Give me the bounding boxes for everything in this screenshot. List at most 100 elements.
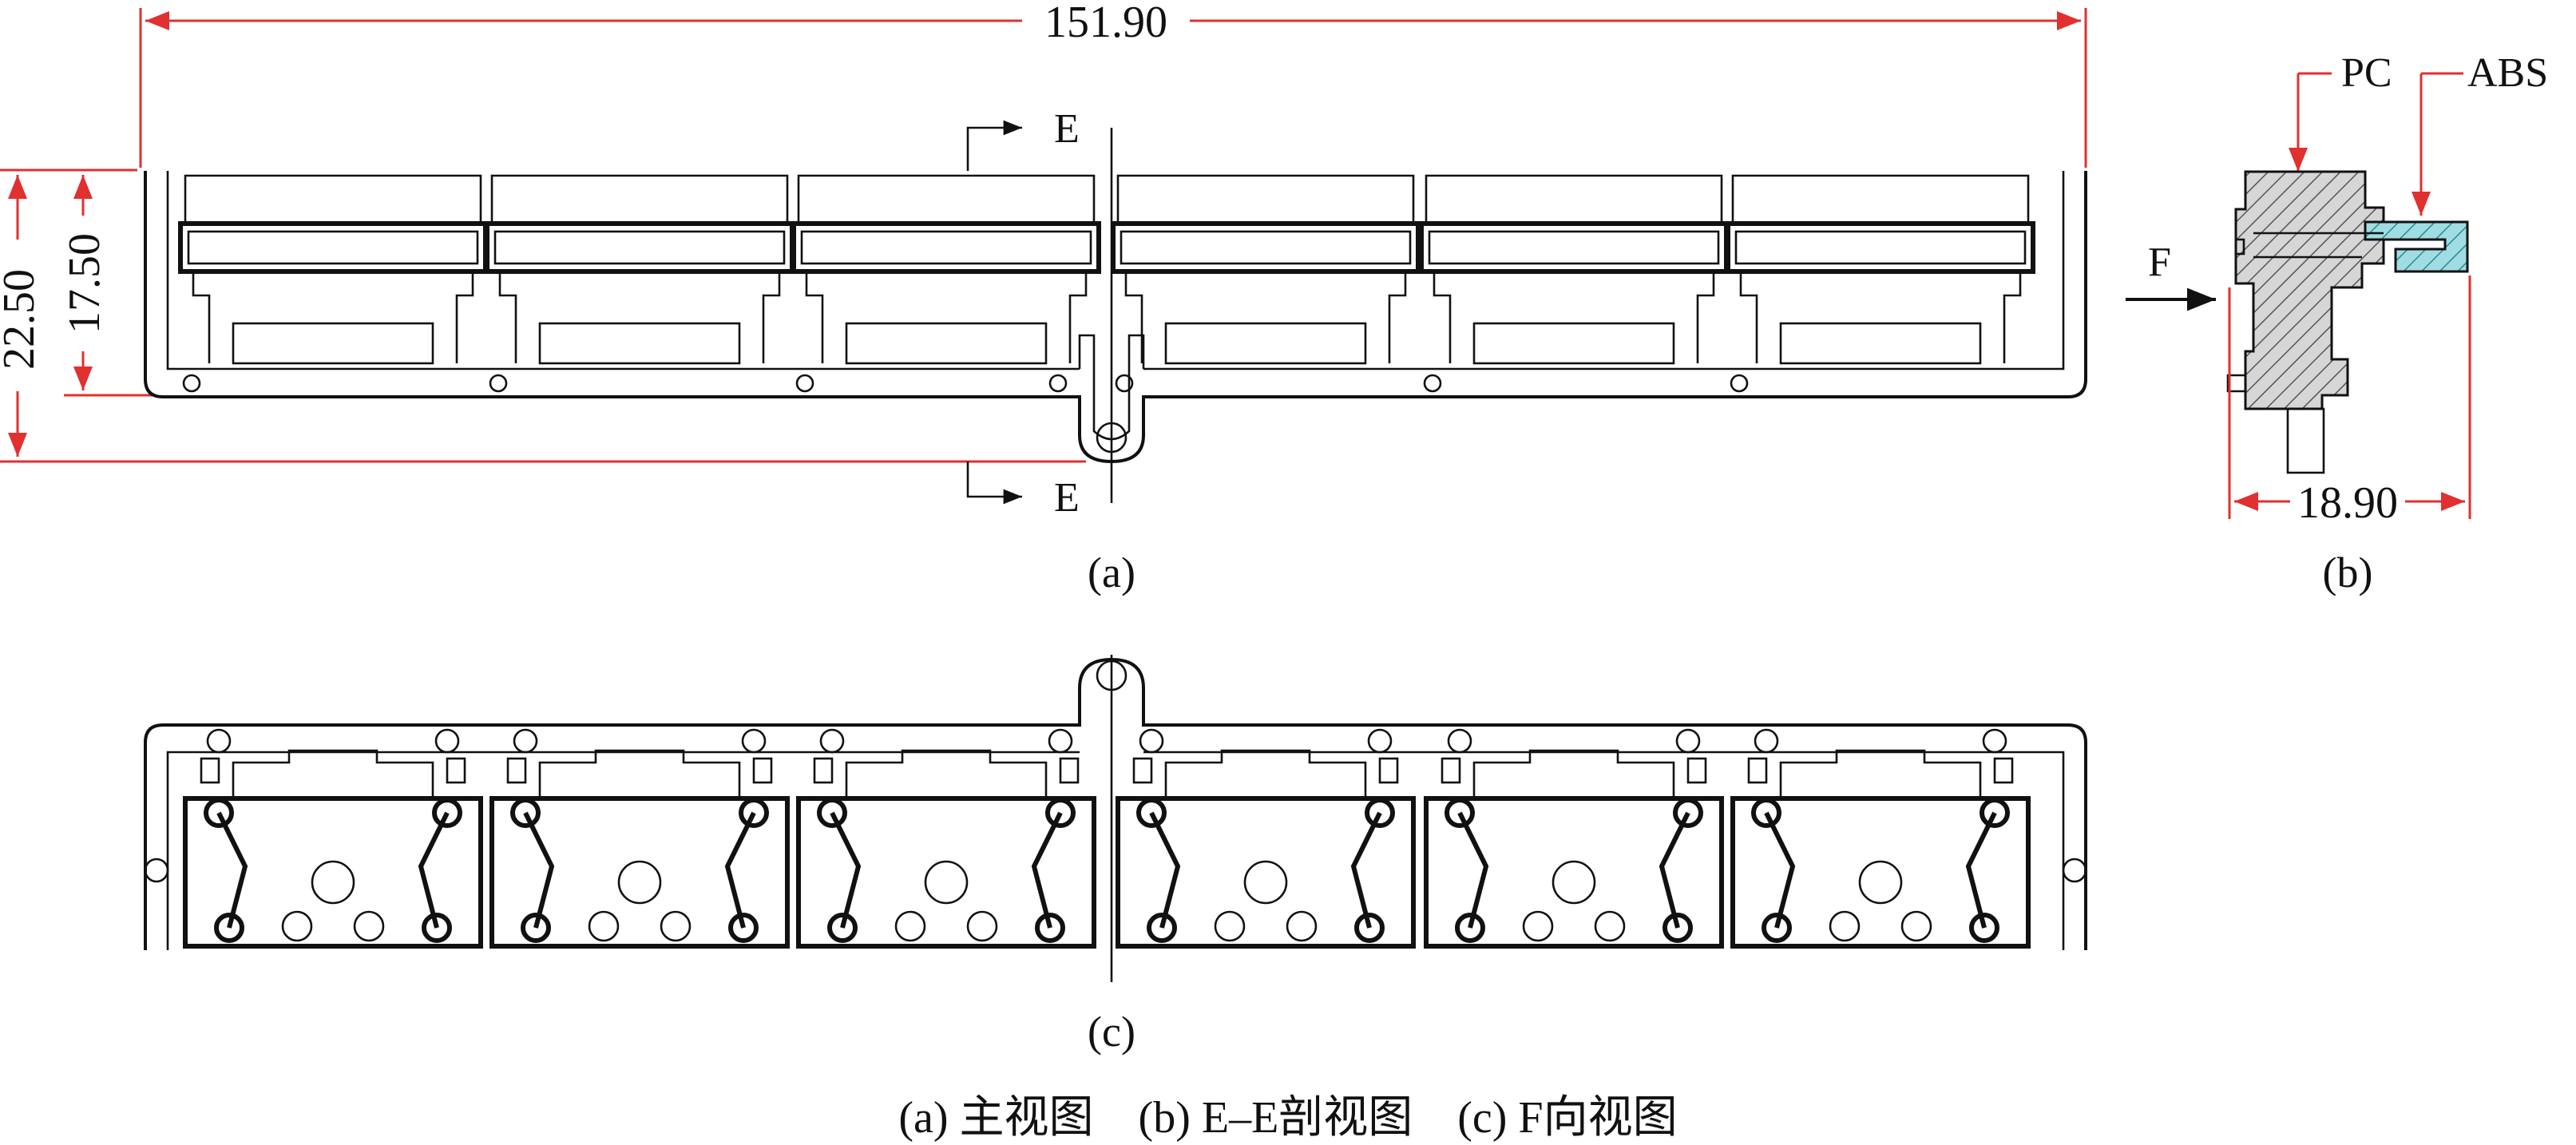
joint (1673, 798, 1703, 828)
joint (422, 913, 452, 943)
leader-abs: ABS (2412, 50, 2548, 216)
clip-left (1132, 757, 1153, 784)
module-back (796, 796, 1096, 949)
module-window (845, 322, 1048, 365)
module-cap (184, 174, 482, 224)
top-pin (1139, 728, 1164, 754)
module-ridge-inner (1120, 230, 1412, 265)
joint (1762, 913, 1792, 943)
top-pin (513, 728, 538, 754)
clip-right (1993, 757, 2014, 784)
top-pin (1367, 728, 1393, 754)
module-body (1124, 271, 1407, 363)
module-back (183, 796, 483, 949)
module-ridge (1726, 221, 2035, 274)
module-cap (490, 174, 789, 224)
linkage (1764, 811, 1997, 929)
view-label-b: (b) (2323, 549, 2373, 596)
module-body (1433, 271, 1715, 363)
top-pin (434, 728, 460, 754)
screw-hole (489, 374, 508, 393)
dimension-overall-length-label: 151.90 (1044, 0, 1167, 47)
abs-section (2364, 220, 2469, 273)
module-back (489, 796, 790, 949)
module-back-top (1779, 749, 1982, 798)
boss-small (1214, 910, 1246, 942)
dimension-overall-length: 151.90 (139, 0, 2087, 168)
boss-small (1594, 910, 1626, 942)
joint (1663, 913, 1693, 943)
view-label-c: (c) (1088, 1008, 1135, 1056)
joint (204, 798, 234, 828)
screw-hole (182, 374, 201, 393)
svg-text:E: E (1054, 106, 1080, 152)
linkage (830, 811, 1063, 929)
module-row-c (183, 728, 2031, 949)
material-label-pc: PC (2341, 50, 2392, 96)
clip-right (446, 757, 466, 784)
pc-section (2234, 170, 2385, 410)
joint (1969, 913, 1999, 943)
module-ridge-inner (187, 230, 479, 265)
module-back-top (845, 749, 1048, 798)
module-body (192, 271, 474, 363)
clip-left (1747, 757, 1768, 784)
module-body (805, 271, 1088, 363)
top-pin (819, 728, 845, 754)
module-back (1424, 796, 1724, 949)
module-ridge-inner (1428, 230, 1720, 265)
module-ridge-inner (1734, 230, 2027, 265)
module-back-top (1164, 749, 1367, 798)
joint (1147, 913, 1177, 943)
center-boss (311, 860, 355, 905)
module-window (538, 322, 741, 365)
screw-hole (1115, 374, 1134, 393)
boss-small (281, 910, 313, 942)
top-pin (1754, 728, 1779, 754)
clip-left (506, 757, 527, 784)
material-label-abs: ABS (2467, 50, 2548, 96)
joint (827, 913, 858, 943)
module-window (1779, 322, 1982, 365)
module-ridge-inner (800, 230, 1092, 265)
boss-small (966, 910, 998, 942)
center-boss (617, 860, 662, 905)
clip-left (813, 757, 834, 784)
clip-left (1441, 757, 1461, 784)
f-direction-view: (c) (144, 655, 2087, 1056)
joint (521, 913, 551, 943)
joint (510, 798, 541, 828)
joint (1445, 798, 1475, 828)
top-pin (1982, 728, 2007, 754)
linkage (1149, 811, 1382, 929)
joint (1354, 913, 1385, 943)
module-ridge (1111, 221, 1421, 274)
joint (739, 798, 769, 828)
svg-text:E: E (1054, 475, 1080, 521)
center-boss (1243, 860, 1288, 905)
linkage (1457, 811, 1690, 929)
joint (1980, 798, 2010, 828)
module-cap (1425, 174, 1723, 224)
module-body (1739, 271, 2022, 363)
view-arrow-f: F (2126, 240, 2216, 311)
dimension-section-width: 18.90 (2228, 275, 2471, 528)
dimension-body-height: 17.50 (60, 175, 156, 397)
module-back-top (232, 749, 434, 798)
center-boss (1858, 860, 1903, 905)
module-body (498, 271, 781, 363)
clip-right (1686, 757, 1707, 784)
dimension-body-height-label: 17.50 (60, 233, 109, 334)
boss-small (1829, 910, 1861, 942)
screw-hole (1048, 374, 1068, 393)
end-pin-right (2062, 858, 2087, 883)
joint (1365, 798, 1395, 828)
linkage (523, 811, 756, 929)
svg-text:F: F (2148, 240, 2171, 285)
joint (1455, 913, 1485, 943)
module-window (232, 322, 434, 365)
module-window (1164, 322, 1367, 365)
module-ridge (791, 221, 1101, 274)
screw-hole (1423, 374, 1442, 393)
